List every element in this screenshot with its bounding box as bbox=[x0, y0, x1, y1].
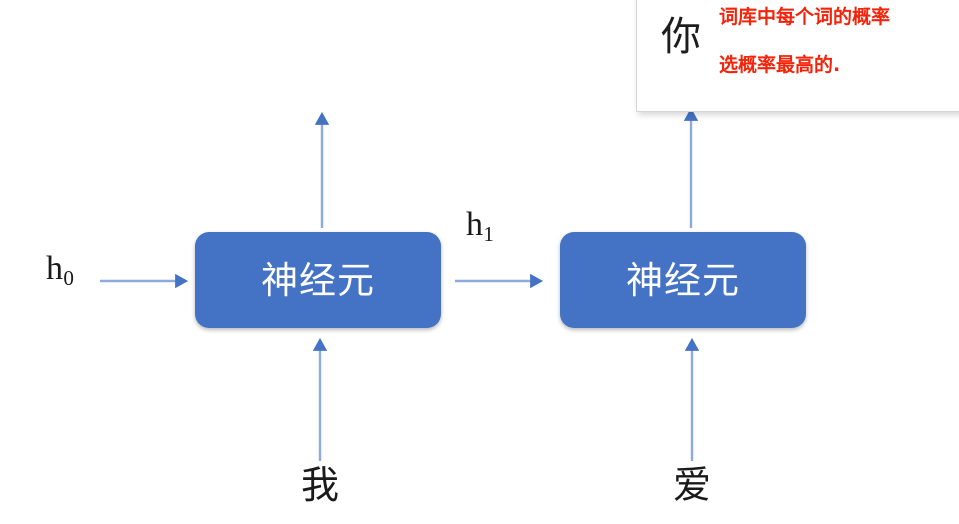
annotation-note-probability: 词库中每个词的概率 bbox=[719, 6, 891, 28]
annotation-callout: 你 词库中每个词的概率 选概率最高的. bbox=[636, 0, 959, 112]
neuron-node-2[interactable]: 神经元 bbox=[560, 232, 806, 328]
annotation-note-argmax: 选概率最高的. bbox=[719, 54, 841, 76]
state-label-h1-base: h bbox=[466, 206, 483, 243]
neuron-node-1-label: 神经元 bbox=[261, 258, 375, 302]
state-label-h0-base: h bbox=[46, 250, 63, 287]
neuron-node-2-label: 神经元 bbox=[626, 258, 740, 302]
neuron-node-1[interactable]: 神经元 bbox=[195, 232, 441, 328]
annotation-output-char: 你 bbox=[661, 14, 701, 60]
state-label-h1: h1 bbox=[466, 206, 494, 245]
input-token-2: 爱 bbox=[672, 463, 711, 507]
state-label-h0: h0 bbox=[46, 250, 74, 289]
state-label-h1-subscript: 1 bbox=[483, 221, 494, 246]
input-token-1: 我 bbox=[300, 463, 339, 507]
state-label-h0-subscript: 0 bbox=[63, 265, 74, 290]
